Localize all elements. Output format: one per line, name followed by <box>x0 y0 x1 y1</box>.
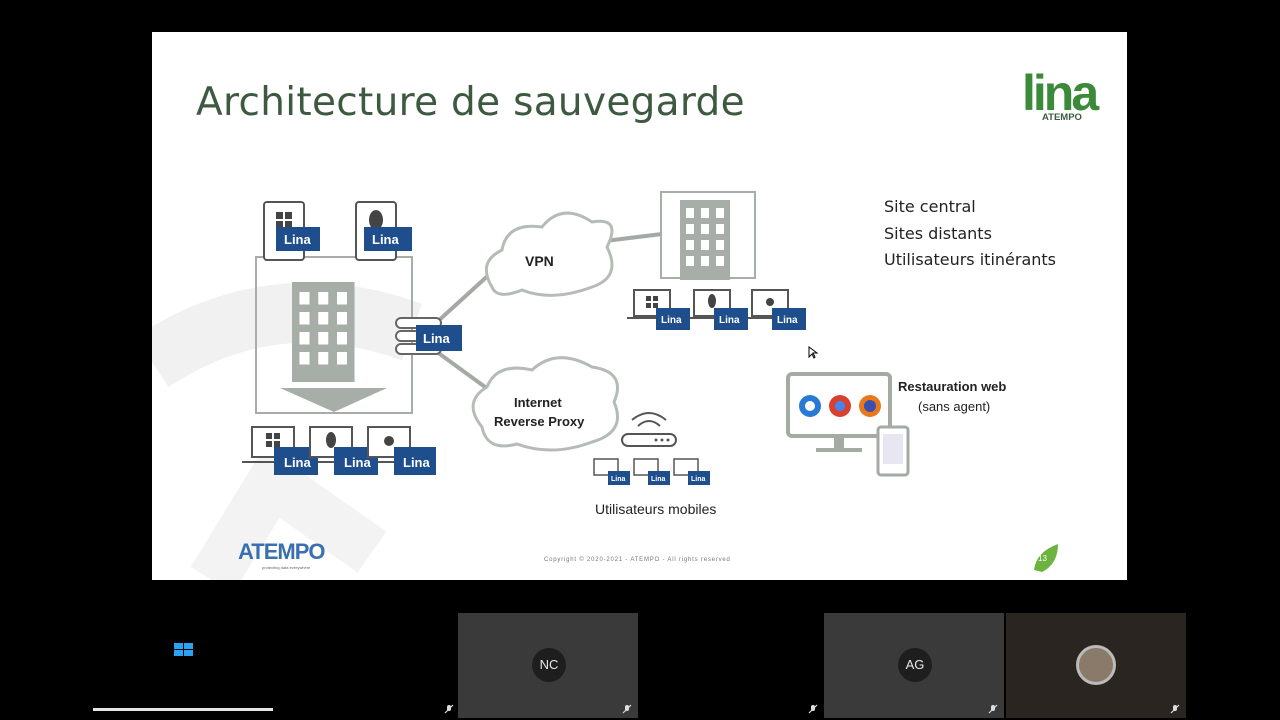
avatar: AG <box>898 648 932 682</box>
lina-badge: Lina <box>651 476 665 483</box>
wifi-router-icon <box>621 412 677 447</box>
lina-badge: Lina <box>372 232 399 247</box>
lina-badge: Lina <box>423 331 450 346</box>
slide-title: Architecture de sauvegarde <box>196 80 745 125</box>
screen-share-progress-bar <box>93 708 273 711</box>
bullet-site-central: Site central <box>884 197 976 216</box>
participant-tile-ag[interactable]: AG <box>824 613 1004 718</box>
web-restore-subtitle: (sans agent) <box>918 399 990 414</box>
proxy-label-2: Reverse Proxy <box>494 414 585 429</box>
web-restore-monitor <box>786 372 910 477</box>
mobile-apple-laptop: Lina <box>673 458 710 485</box>
lina-badge: Lina <box>691 476 705 483</box>
svg-text:protecting data everywhere: protecting data everywhere <box>262 565 311 570</box>
remote-building-icon <box>680 200 730 280</box>
mic-muted-icon <box>1170 704 1180 714</box>
lina-brand-logo: lina ATEMPO <box>1022 65 1103 123</box>
copyright-notice: Copyright © 2020-2021 - ATEMPO - All rig… <box>544 557 731 563</box>
reverse-proxy-cloud: Internet Reverse Proxy <box>471 356 619 452</box>
remote-linux-laptop: Lina <box>693 289 748 330</box>
mic-muted-icon <box>808 704 818 714</box>
lina-badge: Lina <box>284 232 311 247</box>
svg-text:ATEMPO: ATEMPO <box>238 539 325 564</box>
mic-muted-icon <box>988 704 998 714</box>
avatar: NC <box>532 648 566 682</box>
lina-badge: Lina <box>284 455 311 470</box>
lina-server-icon: Lina <box>395 317 462 355</box>
lina-badge: Lina <box>403 455 430 470</box>
apple-laptop: Lina <box>367 426 436 475</box>
lina-badge: Lina <box>344 455 371 470</box>
lina-badge: Lina <box>777 315 798 326</box>
lina-badge: Lina <box>719 315 740 326</box>
mic-muted-icon <box>622 704 632 714</box>
lina-badge: Lina <box>661 315 682 326</box>
site-types-list: Site central Sites distants Utilisateurs… <box>884 194 1056 274</box>
vpn-label: VPN <box>525 253 554 269</box>
participant-photo-avatar <box>1076 645 1116 685</box>
lina-badge: Lina <box>611 476 625 483</box>
mobile-linux-laptop: Lina <box>633 458 670 485</box>
atempo-footer-logo: ATEMPO protecting data everywhere <box>238 539 326 570</box>
mouse-cursor-icon <box>808 346 818 359</box>
windows-agent-card: Lina <box>263 201 320 261</box>
page-number: 13 <box>1038 554 1047 563</box>
linux-agent-card: Lina <box>355 201 412 261</box>
vpn-cloud: VPN <box>484 211 614 297</box>
presentation-slide: Architecture de sauvegarde Site central … <box>152 32 1127 580</box>
windows-start-icon[interactable] <box>174 643 196 659</box>
bullet-sites-distants: Sites distants <box>884 223 992 243</box>
mobile-windows-laptop: Lina <box>593 458 630 485</box>
bullet-utilisateurs-itinerants: Utilisateurs itinérants <box>884 250 1056 269</box>
mobile-users-caption: Utilisateurs mobiles <box>595 501 716 517</box>
proxy-label-1: Internet <box>514 395 562 410</box>
participant-tile-nc[interactable]: NC <box>458 613 638 718</box>
central-building-icon <box>292 282 355 382</box>
mic-muted-icon <box>444 704 454 714</box>
svg-text:ATEMPO: ATEMPO <box>1042 112 1082 123</box>
remote-apple-laptop: Lina <box>751 289 806 330</box>
architecture-diagram: Lina Lina Lina Lina L <box>152 65 1103 580</box>
web-restore-title: Restauration web <box>898 379 1006 394</box>
remote-windows-laptop: Lina <box>633 289 690 330</box>
svg-text:lina: lina <box>1022 65 1100 121</box>
participant-tile-photo[interactable] <box>1006 613 1186 718</box>
page-number-leaf: 13 <box>1034 544 1058 572</box>
